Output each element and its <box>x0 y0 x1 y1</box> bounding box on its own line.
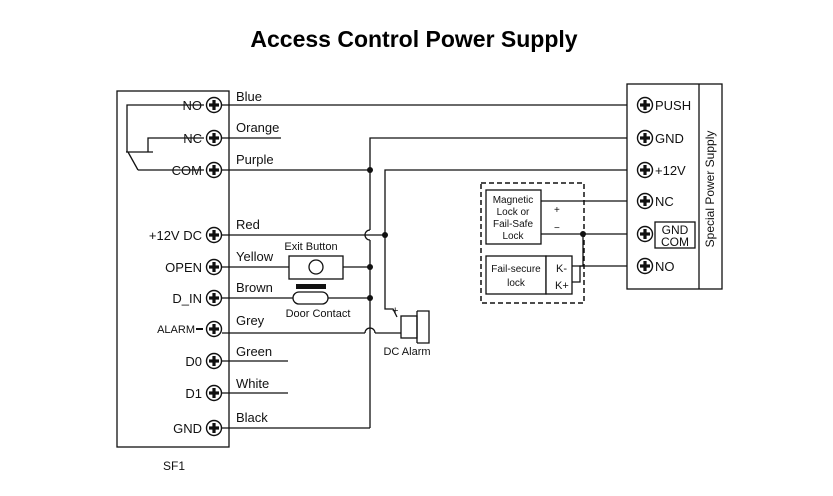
dc-alarm-component: + − DC Alarm <box>383 305 430 358</box>
wiring <box>222 104 637 429</box>
mag-lock-line-3: Fail-Safe <box>493 219 533 230</box>
k-plus-label: K+ <box>555 280 569 292</box>
wire-label-yellow: Yellow <box>236 249 274 264</box>
wire-label-green: Green <box>236 344 272 359</box>
gnd-bus-upper <box>369 137 637 230</box>
psu-12v-icon <box>636 161 654 179</box>
diagram-title: Access Control Power Supply <box>250 26 577 52</box>
psu-label-gnd-com-1: GND <box>662 223 689 237</box>
gnd-com-box <box>654 221 696 249</box>
terminal-open-icon <box>205 258 223 276</box>
k-minus-label: K- <box>556 263 567 275</box>
wire-label-orange: Orange <box>236 120 279 135</box>
psu-label-no: NO <box>655 259 675 274</box>
wire-label-black: Black <box>236 410 268 425</box>
psu-label-gnd-com-2: COM <box>661 235 689 249</box>
door-contact-component: Door Contact <box>286 284 351 320</box>
terminal-label-d1: D1 <box>185 386 202 401</box>
fail-secure-line-2: lock <box>507 278 526 289</box>
terminal-din-icon <box>205 289 223 307</box>
psu-name: Special Power Supply <box>703 131 717 248</box>
psu-label-gnd: GND <box>655 131 684 146</box>
mag-lock-line-2: Lock or <box>497 207 530 218</box>
terminal-com-icon <box>205 161 223 179</box>
psu-gnd-icon <box>636 129 654 147</box>
terminal-label-nc: NC <box>183 131 202 146</box>
alarm-horn-icon <box>417 310 430 344</box>
alarm-minus-label: − <box>390 326 397 340</box>
magnetic-lock-box <box>485 189 542 245</box>
special-power-supply: Special Power Supply PUSH GND +12V NC GN… <box>626 83 723 290</box>
junction-dot <box>367 295 373 301</box>
psu-push-icon <box>636 96 654 114</box>
lock-group: Magnetic Lock or Fail-Safe Lock + − Fail… <box>480 182 585 304</box>
terminal-d0-icon <box>205 352 223 370</box>
terminal-gnd-icon <box>205 419 223 437</box>
psu-no-icon <box>636 257 654 275</box>
controller-sf1: SF1 NO NC COM +12V DC OPEN D_IN ALARM D0… <box>116 90 230 473</box>
grey-crossover <box>364 327 376 334</box>
junction-dot <box>367 167 373 173</box>
controller-name: SF1 <box>163 459 185 473</box>
wire-label-purple: Purple <box>236 152 274 167</box>
terminal-label-no: NO <box>183 98 203 113</box>
wire-label-red: Red <box>236 217 260 232</box>
fail-secure-line-1: Fail-secure <box>491 264 541 275</box>
psu-nc-icon <box>636 192 654 210</box>
psu-label-12v: +12V <box>655 163 686 178</box>
fail-secure-lock-box <box>485 255 547 295</box>
psu-com-icon <box>636 225 654 243</box>
terminal-label-com: COM <box>172 163 202 178</box>
alarm-plus-label: + <box>392 305 398 317</box>
wire-label-blue: Blue <box>236 89 262 104</box>
psu-label-push: PUSH <box>655 98 691 113</box>
terminal-label-open: OPEN <box>165 260 202 275</box>
wire-label-brown: Brown <box>236 280 273 295</box>
push-button-icon <box>308 259 324 275</box>
wire-12v-rail <box>384 169 637 235</box>
terminal-label-alarm: ALARM <box>157 324 195 336</box>
dc-alarm-label: DC Alarm <box>383 346 430 358</box>
terminal-label-12v: +12V DC <box>149 228 202 243</box>
mag-plus-label: + <box>554 205 560 216</box>
terminal-label-gnd: GND <box>173 421 202 436</box>
mag-minus-label: − <box>554 223 560 234</box>
door-contact-label: Door Contact <box>286 308 351 320</box>
terminal-label-d0: D0 <box>185 354 202 369</box>
terminal-d1-icon <box>205 384 223 402</box>
terminal-label-din: D_IN <box>172 291 202 306</box>
wire-alarm-plus <box>384 235 398 318</box>
terminal-alarm-icon <box>205 320 223 338</box>
terminal-no-icon <box>205 96 223 114</box>
junction-dot <box>367 264 373 270</box>
magnet-bar-icon <box>296 284 326 289</box>
wire-label-white: White <box>236 376 269 391</box>
mag-lock-line-4: Lock <box>502 231 524 242</box>
terminal-nc-icon <box>205 129 223 147</box>
exit-button-component: Exit Button <box>284 241 344 280</box>
mag-lock-line-1: Magnetic <box>493 195 534 206</box>
terminal-12v-icon <box>205 226 223 244</box>
exit-button-label: Exit Button <box>284 241 337 253</box>
relay-contact-symbol <box>126 104 204 171</box>
wire-label-grey: Grey <box>236 313 265 328</box>
junction-dot <box>382 232 388 238</box>
psu-label-nc: NC <box>655 194 674 209</box>
